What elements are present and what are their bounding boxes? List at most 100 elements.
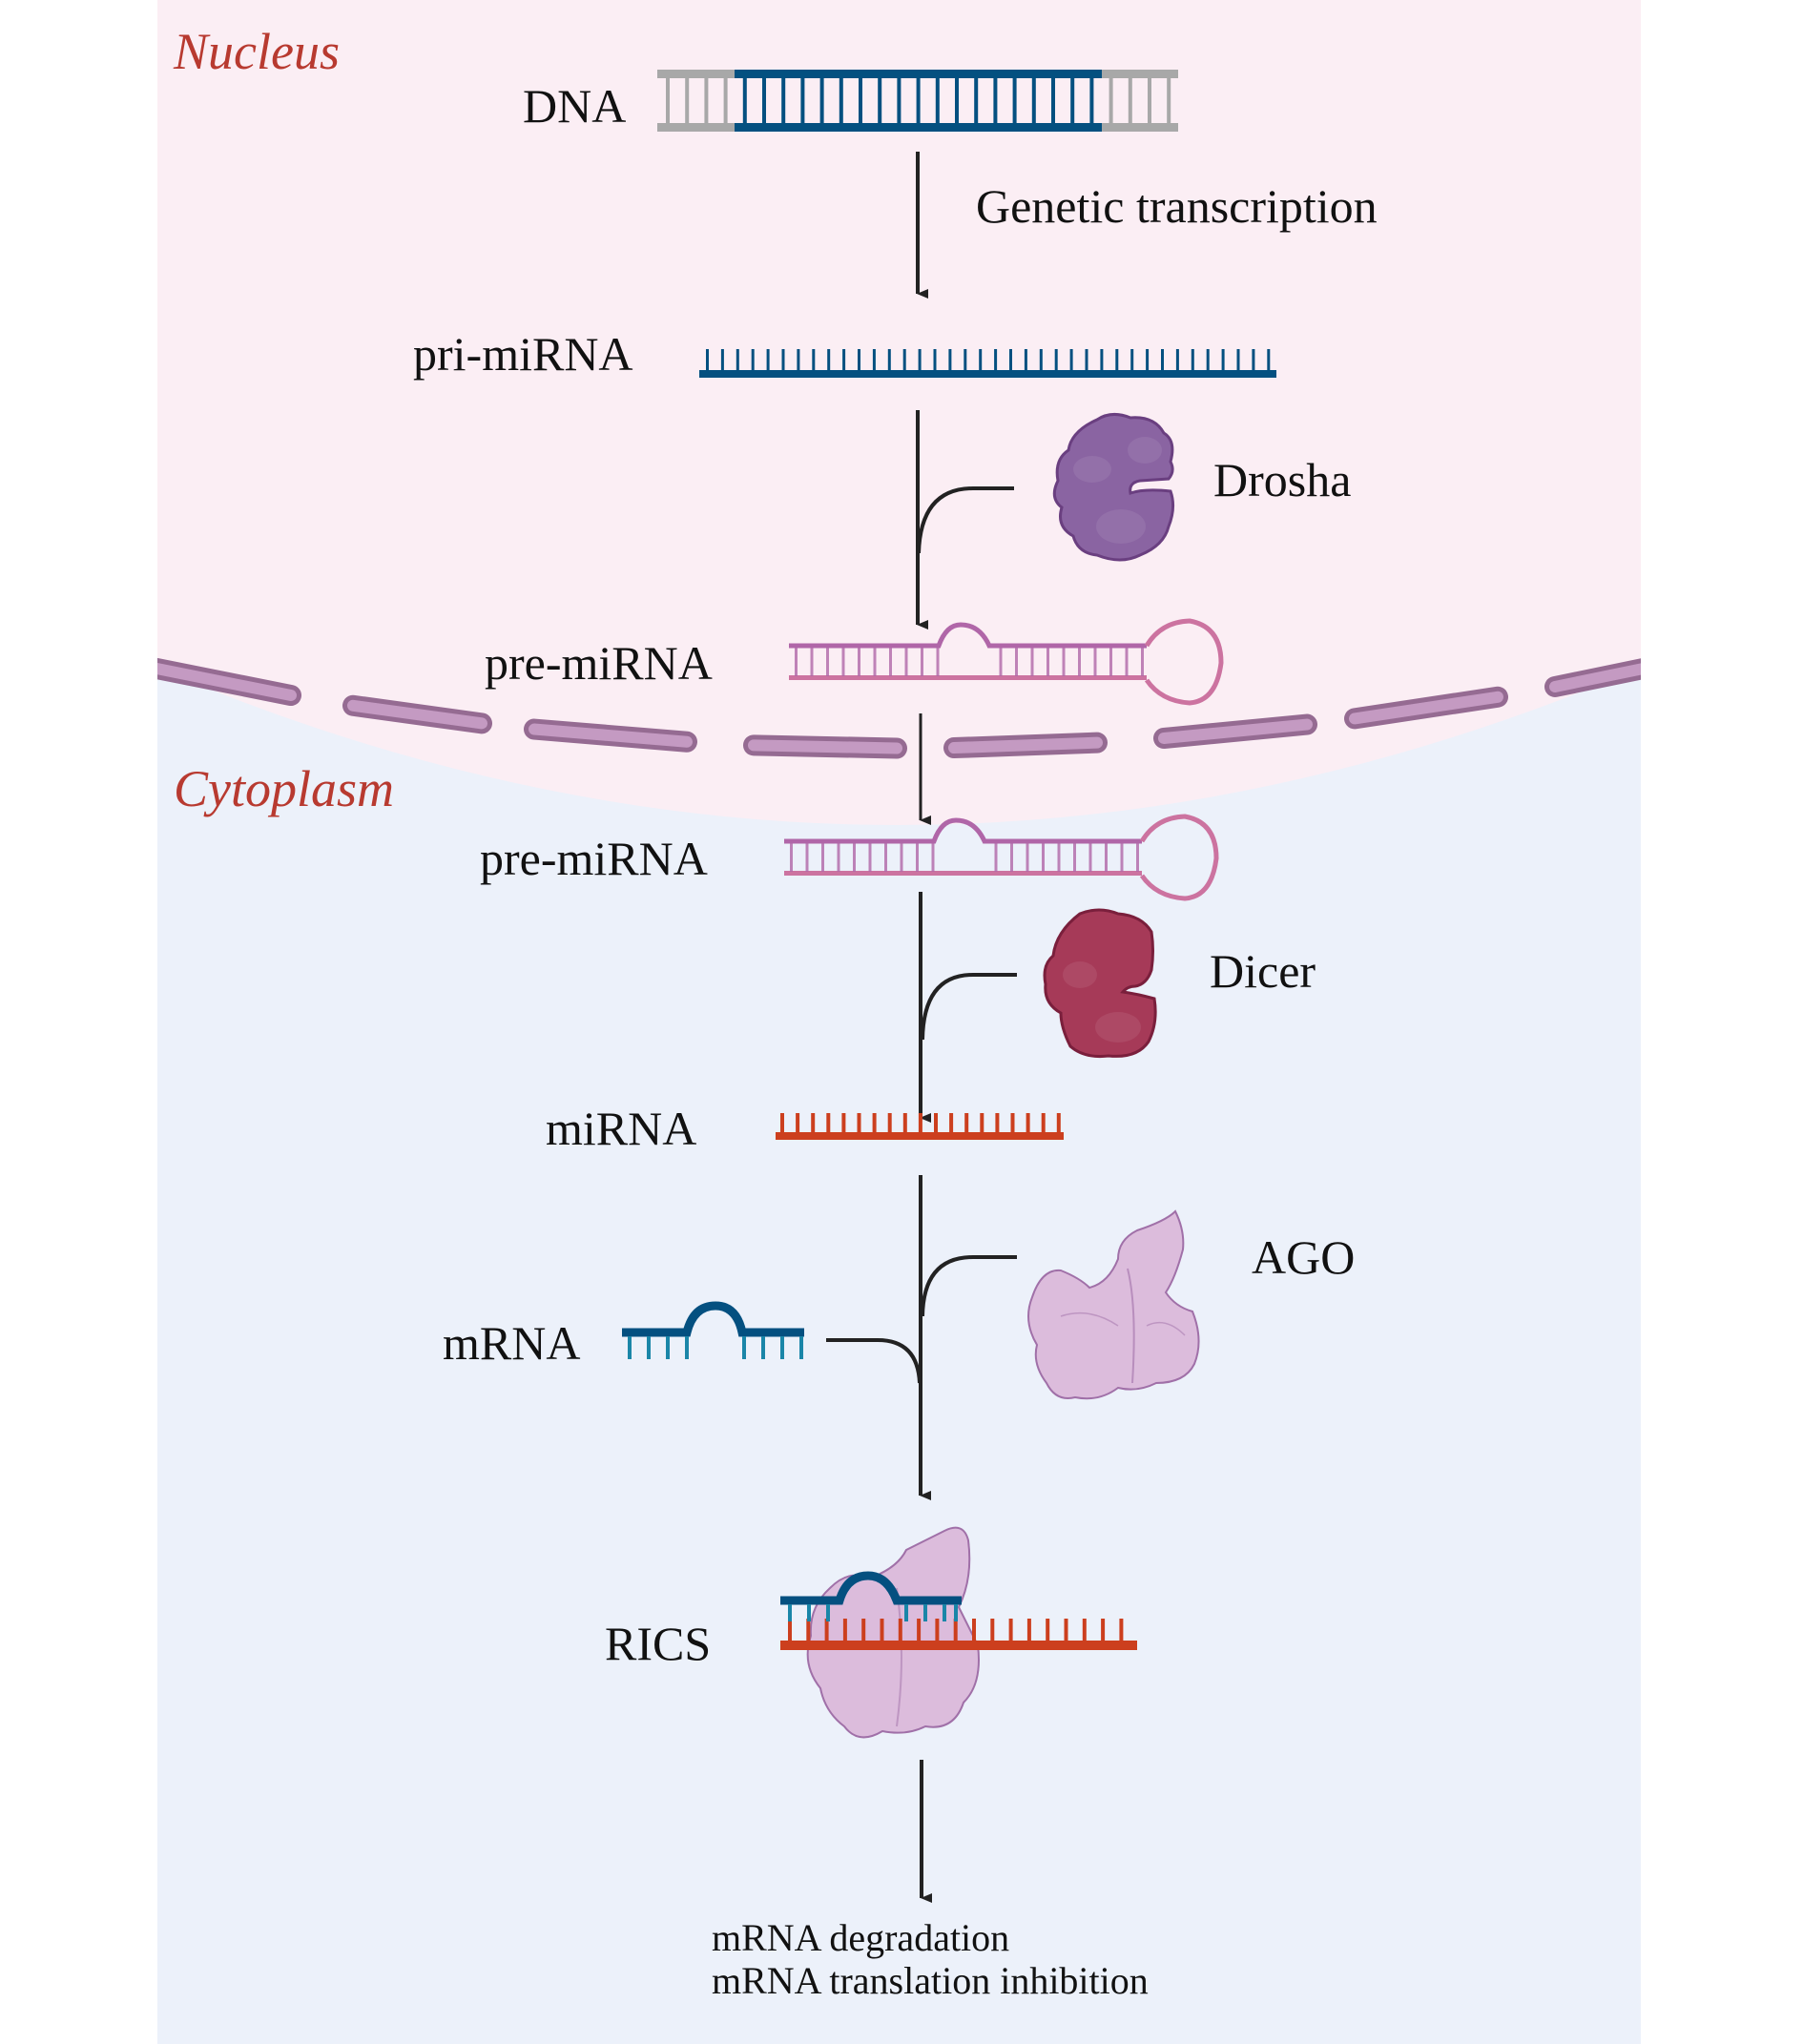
hairpin-base [826,648,829,676]
hairpin-base [1093,648,1097,676]
hairpin-base [790,843,793,872]
rics-mirna-base [824,1619,829,1641]
drosha-join-line [917,486,1014,554]
pri-mirna-base [1039,349,1043,370]
dna-base-pair [742,78,747,123]
mirna-base [857,1113,861,1132]
mirna-base [872,1113,877,1132]
mirna-base [841,1113,846,1132]
pri-mirna-base [902,349,906,370]
mirna-label: miRNA [546,1102,696,1155]
pri-mirna-base [751,349,755,370]
hairpin-base [841,648,845,676]
rics-mrna-base [826,1604,830,1621]
mirna-base [887,1113,892,1132]
mrna-base [742,1336,746,1359]
rics-mrna-backbone [780,1571,962,1605]
pri-mirna-base [1161,349,1164,370]
mrna-backbone [622,1301,804,1337]
pri-mirna-base [1024,349,1027,370]
dna-base-pair [1051,78,1055,123]
hairpin-base [1042,843,1045,872]
hairpin-base [868,843,872,872]
rics-label: RICS [605,1617,711,1670]
rics-mirna-base [972,1619,976,1641]
hairpin-base [821,843,824,872]
pri-mirna-base [842,349,846,370]
pri-mirna-base [858,349,860,370]
rics-mrna-base [954,1604,958,1621]
mrna-base [685,1336,689,1359]
pri-mirna-base [1175,349,1179,370]
hairpin-base [1125,648,1129,676]
pri-mirna-base [1054,349,1058,370]
mrna-base [628,1336,632,1359]
outcome-degradation: mRNA degradation [712,1916,1009,1959]
dna-base-pair [685,78,690,123]
rics-mirna-backbone [780,1641,1137,1650]
hairpin-base [858,648,860,676]
pri-mirna-base [1146,349,1150,370]
dna-base-pair [1148,78,1151,123]
hairpin-loop [1139,814,1219,901]
dna-base-pair [993,78,998,123]
mrna-strand-icon [622,1301,804,1359]
rics-mirna-base [935,1619,940,1641]
rics-mirna-base [1082,1619,1087,1641]
hairpin-base [904,648,908,676]
rics-mrna-base [943,1604,946,1621]
hairpin-base [805,843,809,872]
rics-mirna-base [1101,1619,1106,1641]
dna-base-pair [897,78,902,123]
hairpin-base [810,648,814,676]
hairpin-base [936,648,940,676]
dna-base-pair [839,78,843,123]
outcome-translation-inhibition: mRNA translation inhibition [712,1959,1149,2002]
pri-mirna-base [781,349,785,370]
mirna-base [964,1113,969,1132]
hairpin-top-strand [784,817,1142,844]
pri-mirna-base [1130,349,1134,370]
hairpin-base [884,843,887,872]
mirna-base [1010,1113,1015,1132]
rics-mirna-base [861,1619,866,1641]
hairpin-base [1057,843,1061,872]
mirna-base [780,1113,784,1132]
dna-base-pair [1167,78,1171,123]
hairpin-loop [1144,618,1224,706]
hairpin-base [853,843,856,872]
hairpin-top-strand [789,622,1147,649]
dna-base-pair [974,78,979,123]
dna-base-pair [704,78,709,123]
hairpin-base [931,843,935,872]
hairpin-base [1015,648,1018,676]
rics-duplex-icon [780,1571,1137,1650]
hairpin-base [795,648,798,676]
mirna-base [1026,1113,1030,1132]
mrna-base [799,1336,803,1359]
pri-mirna-base [797,349,800,370]
pri-mirna-base [948,349,952,370]
membrane-segment-fill [528,723,693,748]
rics-mirna-base [1026,1619,1031,1641]
pri-mirna-base [1009,349,1012,370]
nucleus-background [157,0,1641,825]
mirna-strand-icon [776,1113,1064,1140]
hairpin-base [916,843,919,872]
hairpin-bottom-strand [784,871,1142,876]
dna-base-pair [935,78,940,123]
pri-mirna-base [1221,349,1225,370]
dna-base-pair [781,78,786,123]
hairpin-bottom-strand [789,675,1147,680]
nucleus-label: Nucleus [173,23,340,80]
mirna-base [1041,1113,1046,1132]
dna-base-pair [762,78,766,123]
dicer-label: Dicer [1210,944,1316,998]
mirna-backbone [776,1132,1064,1140]
mrna-join-line [826,1338,922,1384]
mirna-base [811,1113,816,1132]
rics-mirna-base [806,1619,811,1641]
hairpin-base [1105,843,1108,872]
dna-base-pair [800,78,805,123]
pri-mirna-base [994,349,998,370]
